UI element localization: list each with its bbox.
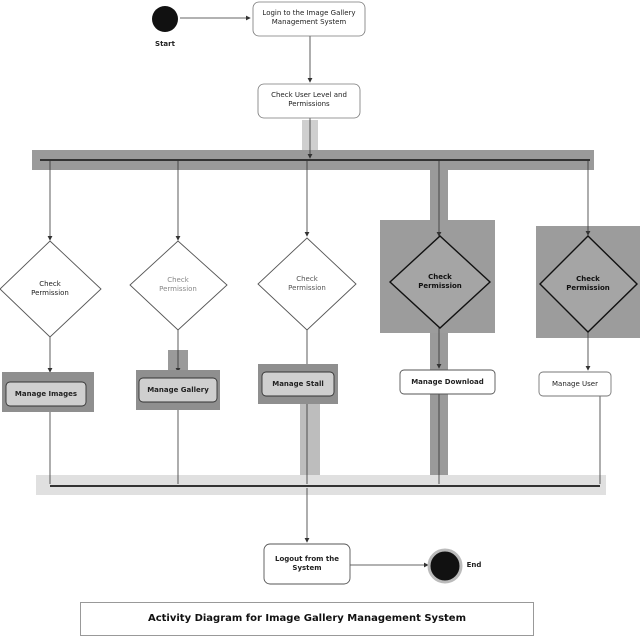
decision-diamond-3 <box>257 237 357 331</box>
decision-diamond-1 <box>0 240 102 338</box>
decision-diamond-4 <box>388 235 492 329</box>
decision-label-3: Check Permission <box>288 275 326 292</box>
check-roles-box <box>257 83 361 119</box>
manage-images-label: Manage Images <box>14 390 78 398</box>
manage-download-box <box>399 369 496 395</box>
end-label: End <box>466 561 482 569</box>
manage-user-label: Manage User <box>552 380 598 388</box>
diagram-title-box: Activity Diagram for Image Gallery Manag… <box>80 602 534 636</box>
login-label: Login to the Image Gallery Management Sy… <box>262 9 356 26</box>
manage-stall-box <box>261 371 335 397</box>
end-node <box>427 548 463 584</box>
decision-label-2: Check Permission <box>159 276 197 293</box>
manage-stall-label: Manage Stall <box>272 380 324 388</box>
manage-user-box <box>538 371 612 397</box>
manage-gallery-label: Manage Gallery <box>147 386 209 394</box>
diagram-title: Activity Diagram for Image Gallery Manag… <box>147 613 467 624</box>
decision-label-1: Check Permission <box>31 280 69 297</box>
login-box <box>252 1 366 37</box>
decision-diamond-2 <box>129 240 228 331</box>
manage-gallery-box <box>138 377 218 403</box>
start-label: Start <box>155 40 175 48</box>
manage-images-box <box>5 381 87 407</box>
logout-label: Logout from the System <box>275 555 339 572</box>
decision-label-5: Check Permission <box>566 275 610 292</box>
manage-download-label: Manage Download <box>411 378 484 386</box>
decision-diamond-5 <box>539 235 639 333</box>
decision-label-4: Check Permission <box>418 273 462 290</box>
start-node <box>152 6 178 32</box>
highlight-block <box>300 390 320 490</box>
check-roles-label: Check User Level and Permissions <box>271 91 347 108</box>
logout-box <box>263 543 351 585</box>
